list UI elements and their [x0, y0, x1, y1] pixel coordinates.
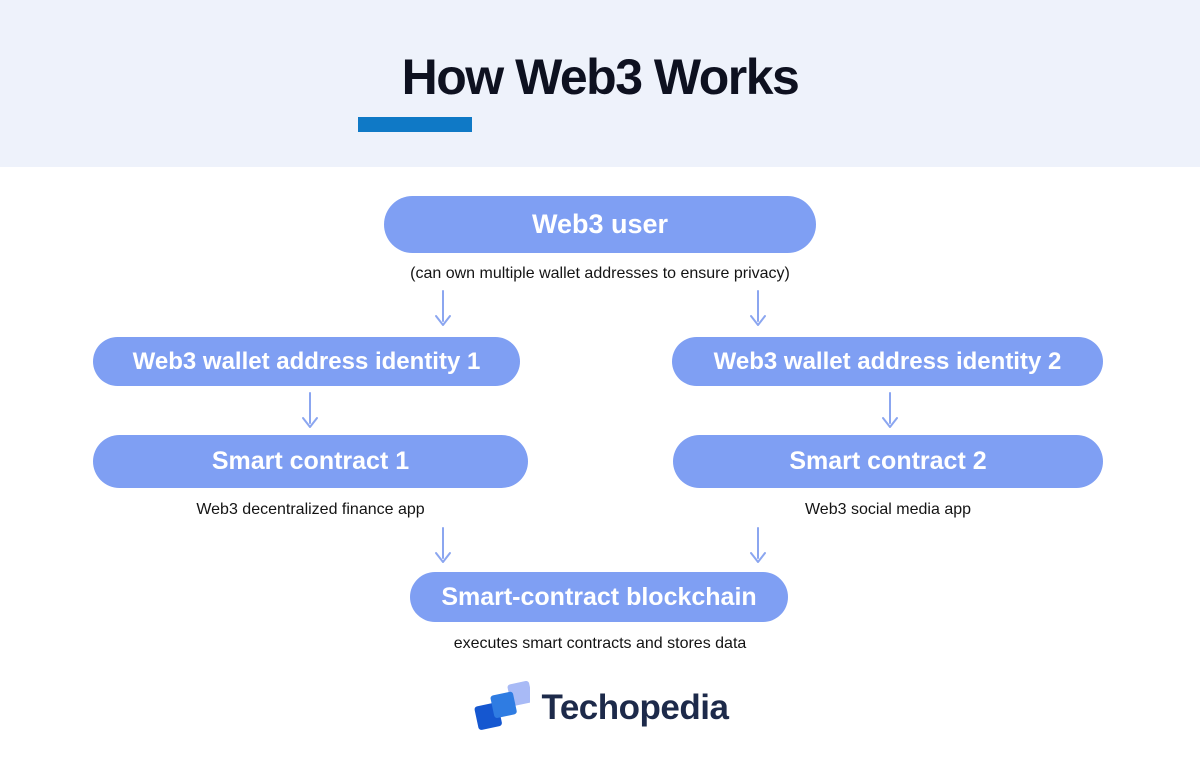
brand-wordmark: Techopedia — [541, 688, 729, 727]
node-smart-contract-1: Smart contract 1 — [93, 435, 528, 488]
page-title: How Web3 Works — [401, 49, 800, 105]
node-wallet-identity-1-label: Web3 wallet address identity 1 — [132, 347, 481, 375]
title-underline-bar — [358, 117, 472, 132]
node-web3-user: Web3 user — [384, 196, 816, 253]
node-blockchain: Smart-contract blockchain — [410, 572, 788, 622]
node-web3-user-label: Web3 user — [531, 209, 669, 239]
node-smart-contract-1-label: Smart contract 1 — [211, 447, 410, 475]
node-wallet-identity-2-label: Web3 wallet address identity 2 — [713, 347, 1062, 375]
header-band: How Web3 Works — [0, 0, 1200, 167]
arrow-down-icon — [435, 527, 451, 563]
brand-logo: Techopedia — [0, 678, 1200, 738]
arrow-down-icon — [882, 392, 898, 428]
caption-smart-contract-1: Web3 decentralized finance app — [196, 501, 425, 518]
node-blockchain-label: Smart-contract blockchain — [441, 582, 757, 611]
arrow-down-icon — [302, 392, 318, 428]
arrow-down-icon — [750, 290, 766, 326]
node-wallet-identity-2: Web3 wallet address identity 2 — [672, 337, 1103, 386]
caption-web3-user: (can own multiple wallet addresses to en… — [410, 265, 790, 282]
caption-blockchain: executes smart contracts and stores data — [453, 635, 747, 652]
arrow-down-icon — [435, 290, 451, 326]
caption-smart-contract-2: Web3 social media app — [804, 501, 972, 518]
node-wallet-identity-1: Web3 wallet address identity 1 — [93, 337, 520, 386]
arrow-down-icon — [750, 527, 766, 563]
node-smart-contract-2: Smart contract 2 — [673, 435, 1103, 488]
node-smart-contract-2-label: Smart contract 2 — [789, 447, 987, 475]
techopedia-logo-icon — [474, 680, 530, 730]
